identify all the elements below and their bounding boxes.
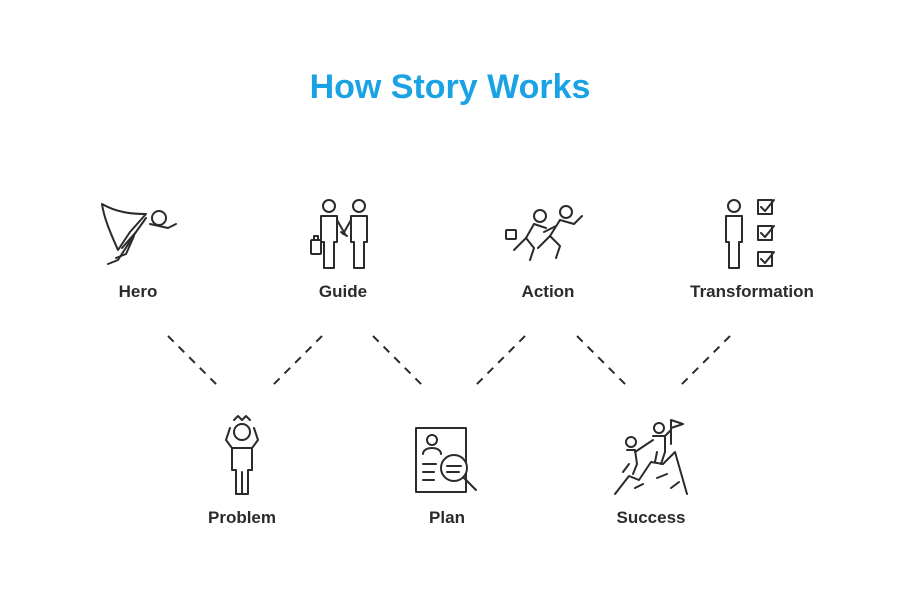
step-action: Action	[468, 198, 628, 302]
document-search-icon	[415, 427, 477, 493]
connector-action-success	[576, 335, 628, 387]
mountain-summit-icon	[614, 419, 688, 495]
step-guide: Guide	[263, 198, 423, 302]
step-label-guide: Guide	[318, 282, 368, 301]
step-hero: Hero	[58, 198, 218, 302]
connector-success-transformation	[679, 335, 731, 387]
connector-hero-problem	[167, 335, 219, 387]
step-label-hero: Hero	[118, 282, 158, 301]
flying-hero-icon	[101, 203, 177, 265]
step-problem: Problem	[162, 414, 322, 528]
step-plan: Plan	[367, 424, 527, 528]
step-label-success: Success	[616, 508, 686, 527]
person-checklist-icon	[725, 199, 775, 269]
step-label-plan: Plan	[429, 508, 465, 527]
step-label-transformation: Transformation	[690, 282, 814, 301]
connector-plan-action	[474, 335, 526, 387]
stressed-person-icon	[225, 415, 259, 495]
connector-guide-plan	[372, 335, 424, 387]
page-title: How Story Works	[309, 68, 591, 106]
running-businessmen-icon	[505, 205, 583, 261]
step-label-action: Action	[521, 282, 575, 301]
step-label-problem: Problem	[207, 508, 277, 527]
step-transformation: Transformation	[672, 198, 832, 302]
step-success: Success	[571, 418, 731, 528]
connector-problem-guide	[271, 335, 323, 387]
handshake-icon	[310, 199, 368, 269]
